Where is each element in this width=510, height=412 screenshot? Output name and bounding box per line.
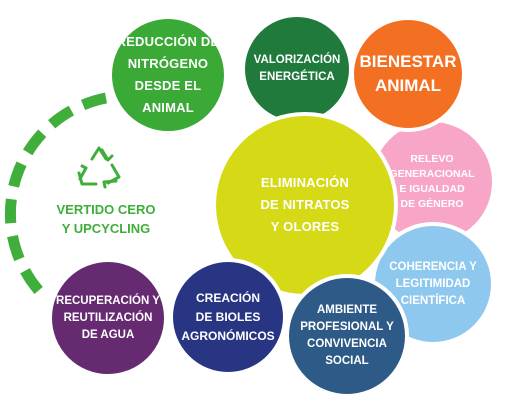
node-creacion: CREACIÓN DE BIOLES AGRONÓMICOS — [169, 258, 287, 376]
node-recuperacion: RECUPERACIÓN Y REUTILIZACIÓN DE AGUA — [48, 258, 168, 378]
node-center: ELIMINACIÓN DE NITRATOS Y OLORES — [212, 112, 398, 298]
vertido-label: VERTIDO CERO Y UPCYCLING — [56, 202, 156, 236]
node-center-label: ELIMINACIÓN DE NITRATOS Y OLORES — [260, 175, 350, 234]
recycle-icon — [77, 146, 121, 189]
node-recuperacion-label: RECUPERACIÓN Y REUTILIZACIÓN DE AGUA — [56, 294, 160, 341]
node-coherencia-label: COHERENCIA Y LEGITIMIDAD CIENTÍFICA — [389, 260, 477, 307]
node-reduccion: REDUCCIÓN DE NITRÓGENO DESDE EL ANIMAL — [108, 15, 228, 135]
node-valorizacion-label: VALORIZACIÓN ENERGÉTICA — [253, 54, 341, 83]
node-reduccion-label: REDUCCIÓN DE NITRÓGENO DESDE EL ANIMAL — [116, 34, 220, 115]
node-ambiente-label: AMBIENTE PROFESIONAL Y CONVIVENCIA SOCIA… — [300, 304, 394, 367]
node-bienestar-label: BIENESTAR ANIMAL — [359, 52, 457, 95]
node-relevo-label: RELEVO GENERACIONAL E IGUALDAD DE GÉNERO — [389, 153, 475, 210]
node-valorizacion: VALORIZACIÓN ENERGÉTICA — [241, 13, 353, 125]
node-ambiente: AMBIENTE PROFESIONAL Y CONVIVENCIA SOCIA… — [285, 274, 409, 398]
node-creacion-label: CREACIÓN DE BIOLES AGRONÓMICOS — [181, 290, 275, 343]
node-bienestar: BIENESTAR ANIMAL — [350, 16, 466, 132]
